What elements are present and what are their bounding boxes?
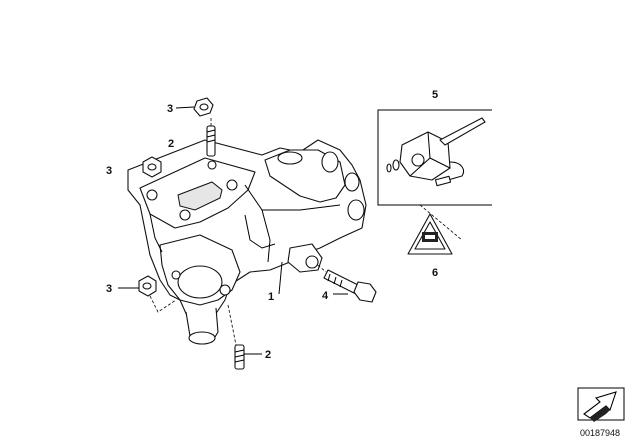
leader-line	[175, 106, 195, 109]
document-id: 00187948	[580, 428, 620, 438]
sensor-connector	[434, 175, 452, 187]
inset-frame	[377, 109, 492, 206]
dash-line	[419, 204, 463, 241]
dash-line	[227, 304, 237, 346]
callout-2: 2	[265, 349, 271, 361]
callout-5: 5	[432, 89, 438, 101]
hex-nut-left-upper	[142, 156, 162, 178]
hex-nut-top	[193, 97, 214, 117]
callout-3: 3	[106, 165, 112, 177]
callout-1: 1	[268, 291, 274, 303]
callout-4: 4	[322, 290, 329, 302]
callout-2: 2	[168, 138, 174, 150]
sensor-body	[399, 131, 451, 181]
callout-3: 3	[167, 103, 173, 115]
stud-bolt-top	[206, 125, 216, 157]
direction-arrow-icon	[577, 387, 625, 422]
callout-3: 3	[106, 283, 112, 295]
steering-gear-housing	[127, 139, 367, 345]
sensor-wire	[447, 161, 464, 181]
warning-label-icon	[407, 213, 453, 255]
dash-line	[149, 295, 177, 313]
o-ring	[386, 163, 392, 173]
washer	[305, 255, 319, 269]
callout-6: 6	[432, 267, 438, 279]
hex-nut-left-lower	[138, 275, 157, 297]
stud-bolt-bottom	[234, 344, 245, 370]
sensor-rod	[439, 117, 486, 146]
sensor-inset	[377, 109, 492, 206]
o-ring	[392, 159, 400, 171]
leader-line	[278, 261, 283, 295]
hex-bolt	[323, 269, 377, 303]
